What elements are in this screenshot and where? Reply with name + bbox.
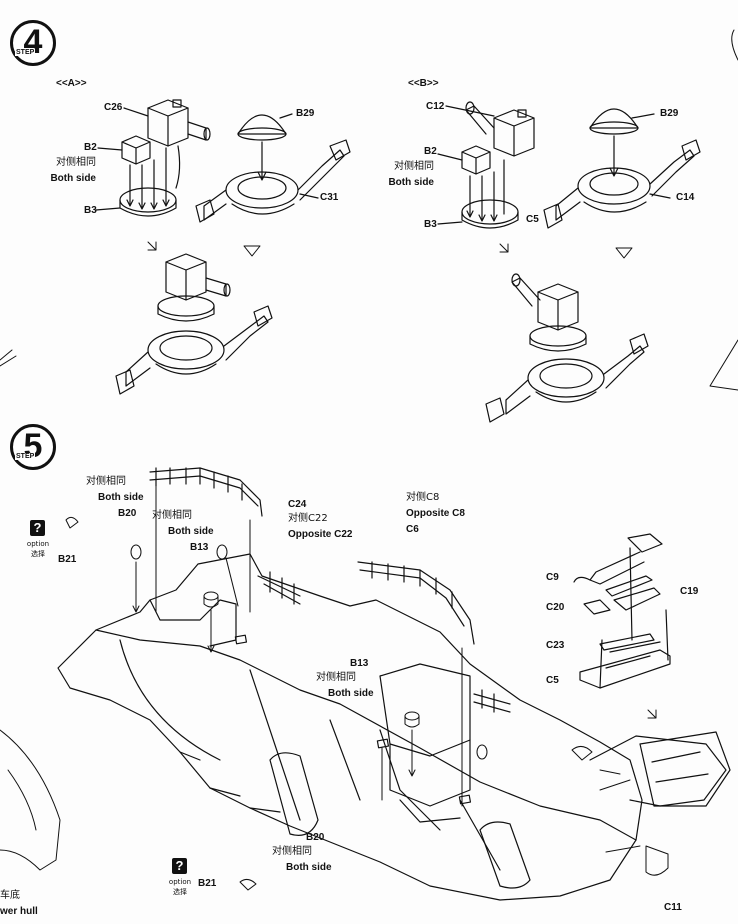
both-side-cn-4: 对侧相同	[272, 846, 312, 857]
part-label-b3-b: B3	[424, 219, 437, 230]
part-label-c19: C19	[680, 586, 699, 597]
variant-b-label: <<B>>	[408, 78, 439, 89]
both-side-en-2: Both side	[168, 526, 214, 537]
part-label-b3-a: B3	[84, 205, 97, 216]
part-label-c20: C20	[546, 602, 565, 613]
part-label-c9: C9	[546, 572, 559, 583]
part-label-c12: C12	[426, 101, 445, 112]
both-side-en-3: Both side	[328, 688, 374, 699]
both-side-en-1: Both side	[98, 492, 144, 503]
part-label-c26: C26	[104, 102, 123, 113]
part-label-b29-b: B29	[660, 108, 679, 119]
option-cn-bottom: 选择	[173, 888, 187, 896]
variant-a-label: <<A>>	[56, 78, 87, 89]
margin-fragments	[0, 29, 738, 871]
option-cn-top: 选择	[31, 550, 45, 558]
part-label-c5-b: C5	[526, 214, 539, 225]
part-label-b2-a: B2	[84, 142, 97, 153]
both-side-en-b: Both side	[388, 177, 434, 188]
step4-a-assembled	[115, 253, 273, 395]
part-label-b20-bottom: B20	[306, 832, 325, 843]
option-mark-top: ?	[30, 520, 45, 536]
opposite-c8-cn: 对侧C8	[406, 492, 440, 503]
option-en-bottom: option	[168, 878, 192, 886]
part-label-c6: C6	[406, 524, 419, 535]
part-label-b13-mid: B13	[350, 658, 369, 669]
part-label-c14: C14	[676, 192, 695, 203]
part-label-c23: C23	[546, 640, 565, 651]
both-side-cn-b: 对侧相同	[394, 161, 434, 172]
step4-b-exploded	[437, 101, 701, 229]
step4-step-label: STEP	[15, 49, 36, 56]
both-side-en-4: Both side	[286, 862, 332, 873]
part-label-c24: C24	[288, 499, 307, 510]
option-en-top: option	[26, 540, 50, 548]
part-label-b20-top: B20	[118, 508, 137, 519]
part-label-b21-bottom: B21	[198, 878, 217, 889]
part-label-c5: C5	[546, 675, 559, 686]
step5-placement-lines	[65, 485, 669, 891]
step5-hull	[57, 553, 731, 901]
both-side-cn-2: 对侧相同	[152, 510, 192, 521]
both-side-cn-1: 对侧相同	[86, 476, 126, 487]
opposite-c22-cn: 对侧C22	[288, 513, 328, 524]
step4-badge: 4 STEP	[10, 20, 56, 66]
part-label-b13-top: B13	[190, 542, 209, 553]
step4-a-exploded	[95, 99, 351, 223]
option-mark-bottom: ?	[172, 858, 187, 874]
part-label-b29-a: B29	[296, 108, 315, 119]
part-label-b2-b: B2	[424, 146, 437, 157]
step5-stowage-rails	[149, 467, 511, 713]
step5-tool-rack	[573, 533, 671, 689]
both-side-en-a: Both side	[50, 173, 96, 184]
margin-text-en: wer hull	[0, 906, 38, 917]
both-side-cn-3: 对侧相同	[316, 672, 356, 683]
both-side-cn-a: 对侧相同	[56, 157, 96, 168]
part-label-c31: C31	[320, 192, 339, 203]
step4-b-assembled	[485, 273, 649, 423]
step5-step-label: STEP	[15, 453, 36, 460]
part-label-c11: C11	[664, 902, 682, 913]
opposite-c22-en: Opposite C22	[288, 529, 353, 540]
opposite-c8-en: Opposite C8	[406, 508, 465, 519]
margin-text-cn: 车底	[0, 890, 20, 901]
flow-arrows-step4	[147, 241, 657, 719]
step5-badge: 5 STEP	[10, 424, 56, 470]
part-label-b21-top: B21	[58, 554, 77, 565]
